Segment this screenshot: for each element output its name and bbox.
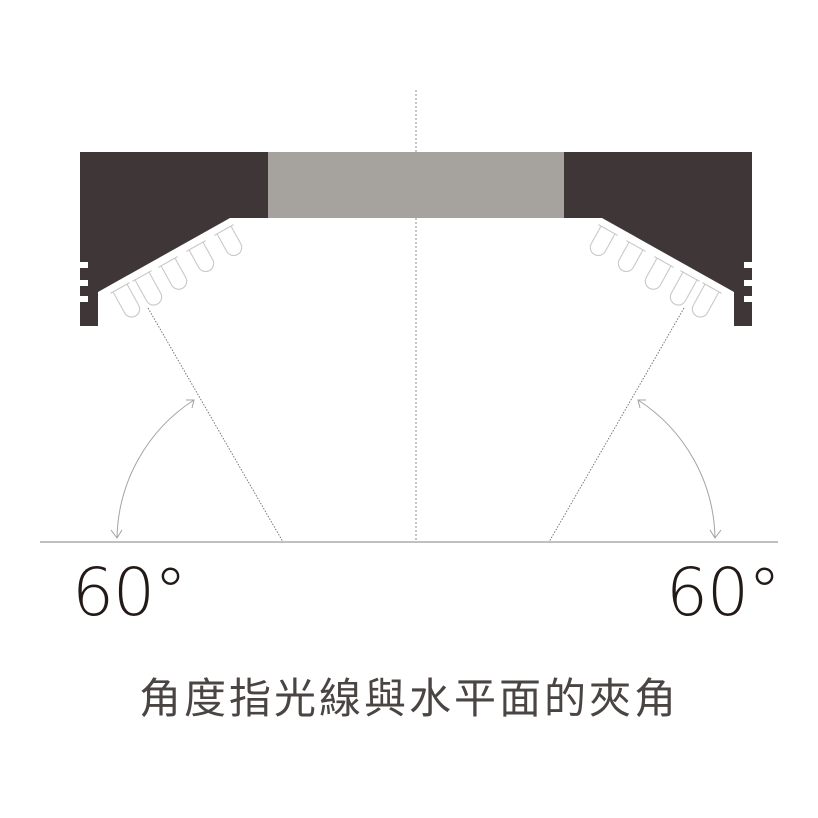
right-angle-label: 60° — [666, 554, 781, 631]
led-bulb-icon — [110, 224, 243, 318]
lens-panel — [268, 152, 564, 218]
left-angle-label: 60° — [72, 554, 187, 631]
right-angle-arc — [637, 399, 716, 539]
left-housing — [80, 152, 268, 326]
right-housing — [564, 152, 752, 326]
left-arc-arrowhead — [186, 399, 195, 409]
diagram-caption: 角度指光線與水平面的夾角 — [138, 674, 679, 723]
right-arc-arrowhead — [637, 399, 646, 409]
left-light-beam-line — [147, 307, 284, 543]
right-arc-arrowhead — [709, 529, 722, 539]
left-arc-arrowhead — [110, 529, 123, 539]
led-bulb-icon — [589, 224, 722, 318]
right-light-beam-line — [548, 307, 685, 543]
left-angle-arc — [116, 399, 195, 539]
